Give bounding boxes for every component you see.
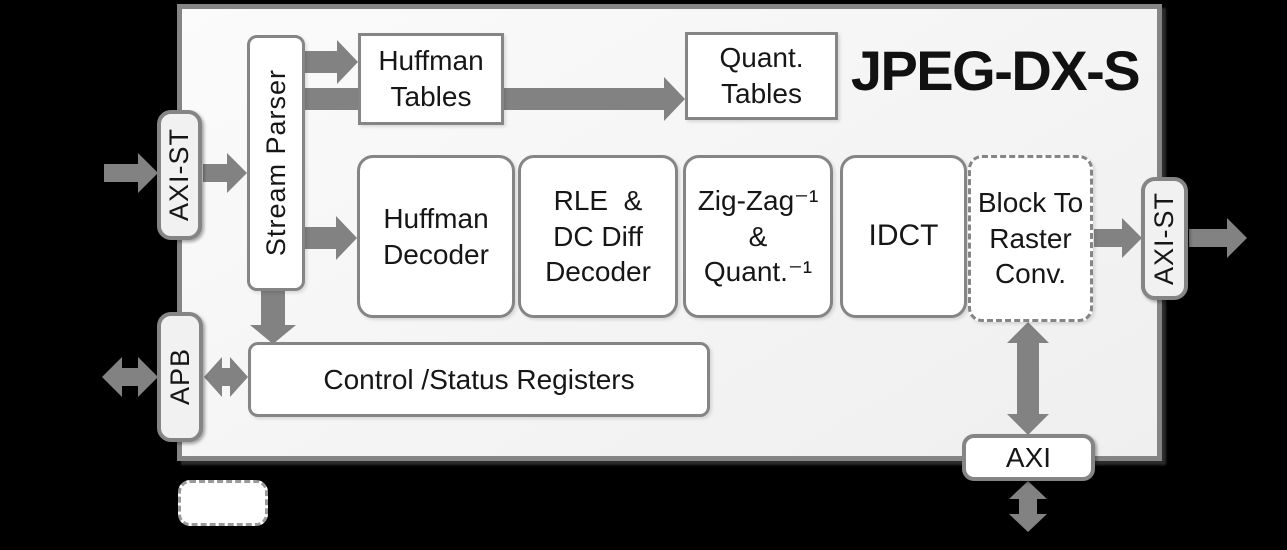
block-block-to-raster-conv: Block To Raster Conv. xyxy=(968,155,1093,322)
block-stream-parser: Stream Parser xyxy=(247,35,305,291)
block-label: Huffman Tables xyxy=(378,45,484,112)
arrow-head-up-icon xyxy=(1009,481,1047,499)
chip-title: JPEG-DX-S xyxy=(850,38,1141,102)
block-label: Zig-Zag⁻¹ & Quant.⁻¹ xyxy=(697,184,819,288)
port-axi-st-out: AXI-ST xyxy=(1141,177,1188,300)
arrow-head-down-icon xyxy=(1009,514,1047,532)
block-inverse-zigzag-quant: Zig-Zag⁻¹ & Quant.⁻¹ xyxy=(683,155,833,318)
port-apb: APB xyxy=(157,312,203,442)
block-label: Huffman Decoder xyxy=(383,202,489,270)
arrow-shaft xyxy=(261,291,285,325)
arrow-head-right-icon xyxy=(1122,218,1142,258)
port-label: AXI xyxy=(1005,441,1052,473)
arrow-shaft xyxy=(203,164,227,182)
block-huffman-decoder: Huffman Decoder xyxy=(357,155,515,318)
port-axi-mem: AXI xyxy=(962,434,1095,481)
arrow-shaft xyxy=(1094,229,1122,247)
arrow-shaft xyxy=(305,227,336,249)
arrow-head-right-icon xyxy=(138,153,158,193)
arrow-shaft xyxy=(1017,342,1039,415)
port-label: AXI-ST xyxy=(1149,191,1179,285)
block-label: Block To Raster Conv. xyxy=(977,186,1084,290)
arrow-head-right-icon xyxy=(337,40,358,84)
arrow-head-left-icon xyxy=(204,357,222,397)
block-label: RLE & DC Diff Decoder xyxy=(545,184,651,288)
port-axi-st-in: AXI-ST xyxy=(157,110,202,240)
arrow-head-left-icon xyxy=(102,357,122,397)
arrow-head-right-icon xyxy=(138,357,158,397)
arrow-head-right-icon xyxy=(227,153,247,193)
block-label: Quant. Tables xyxy=(719,42,804,109)
arrow-shaft xyxy=(121,368,139,386)
arrow-head-down-icon xyxy=(250,325,296,344)
block-control-status-registers: Control /Status Registers xyxy=(248,342,710,417)
arrow-shaft xyxy=(104,164,138,182)
arrow-shaft xyxy=(220,368,232,386)
block-label: Control /Status Registers xyxy=(323,363,635,395)
legend-dashed-box xyxy=(178,480,268,526)
port-label: APB xyxy=(164,348,195,406)
arrow-shaft xyxy=(1019,498,1037,515)
arrow-head-right-icon xyxy=(230,357,248,397)
block-label: IDCT xyxy=(868,219,939,253)
arrow-shaft xyxy=(305,51,337,73)
arrow-head-down-icon xyxy=(1007,414,1049,435)
port-label: AXI-ST xyxy=(164,128,194,222)
block-rle-dc-diff-decoder: RLE & DC Diff Decoder xyxy=(518,155,678,318)
block-quant-tables: Quant. Tables xyxy=(685,32,838,120)
arrow-shaft xyxy=(1189,229,1227,247)
arrow-head-up-icon xyxy=(1007,322,1049,343)
arrow-head-right-icon xyxy=(664,77,685,121)
arrow-head-right-icon xyxy=(1227,218,1247,258)
block-idct: IDCT xyxy=(840,155,967,318)
arrow-head-right-icon xyxy=(336,216,357,260)
block-huffman-tables: Huffman Tables xyxy=(358,33,504,125)
